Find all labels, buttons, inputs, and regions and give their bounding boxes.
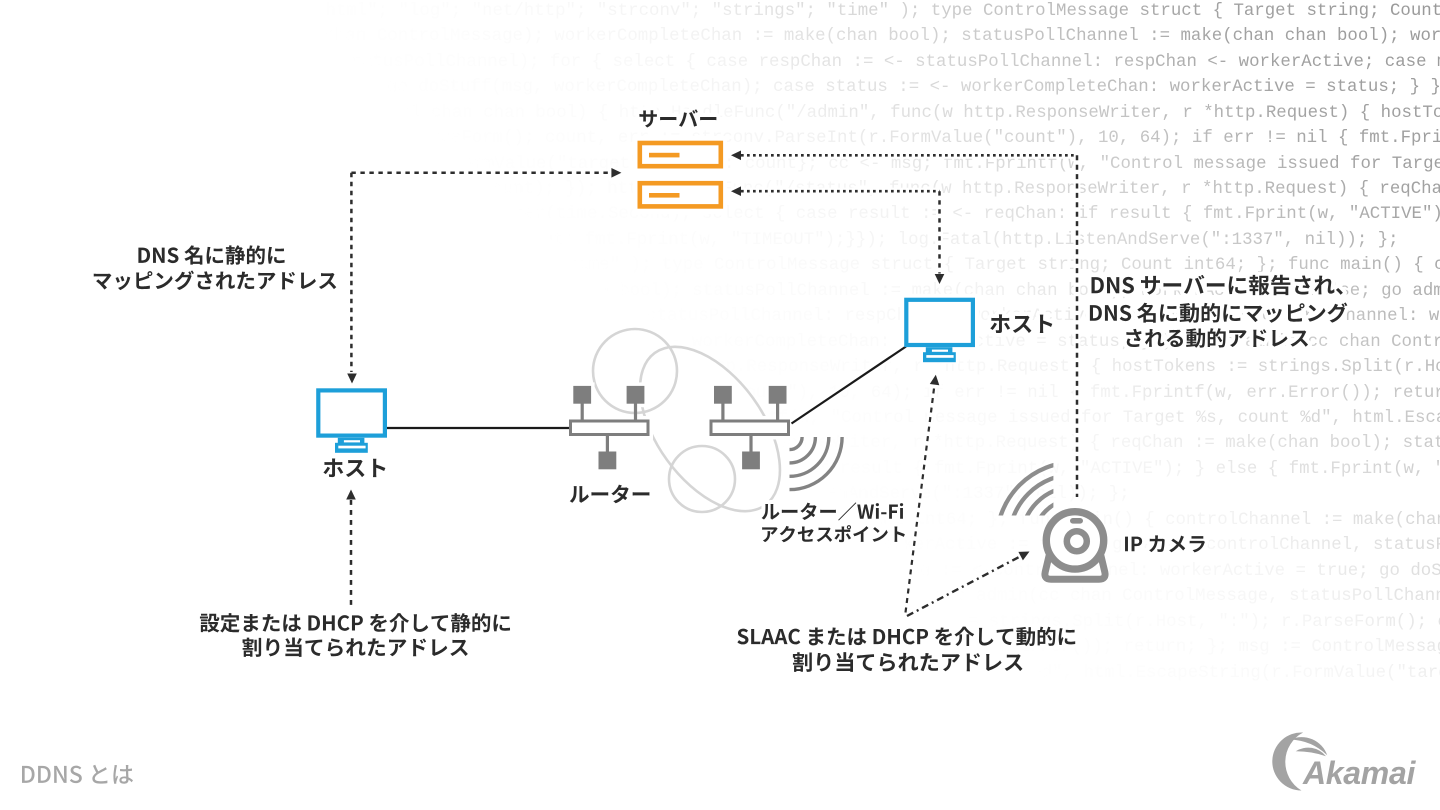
svg-text:Akamai: Akamai	[1302, 755, 1416, 791]
